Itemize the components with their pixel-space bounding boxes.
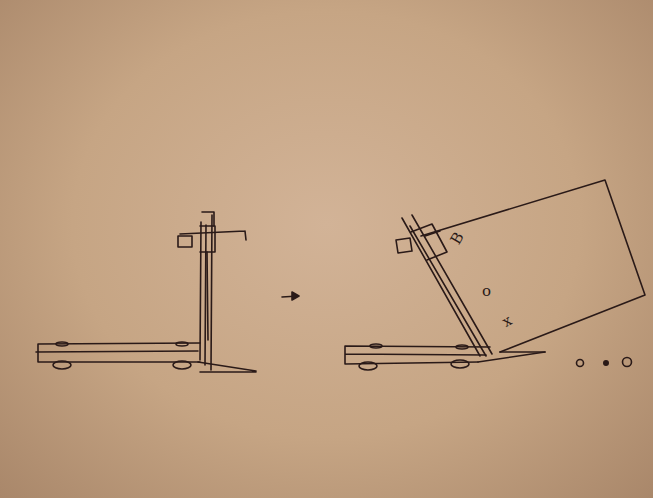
panel-letter: o — [482, 284, 491, 299]
tilted-cart — [345, 180, 645, 370]
panel-letter: B — [448, 230, 467, 247]
panel-letter: x — [500, 313, 515, 330]
dots — [577, 358, 632, 367]
upright-cart — [36, 212, 256, 372]
transition-arrow — [282, 292, 299, 300]
